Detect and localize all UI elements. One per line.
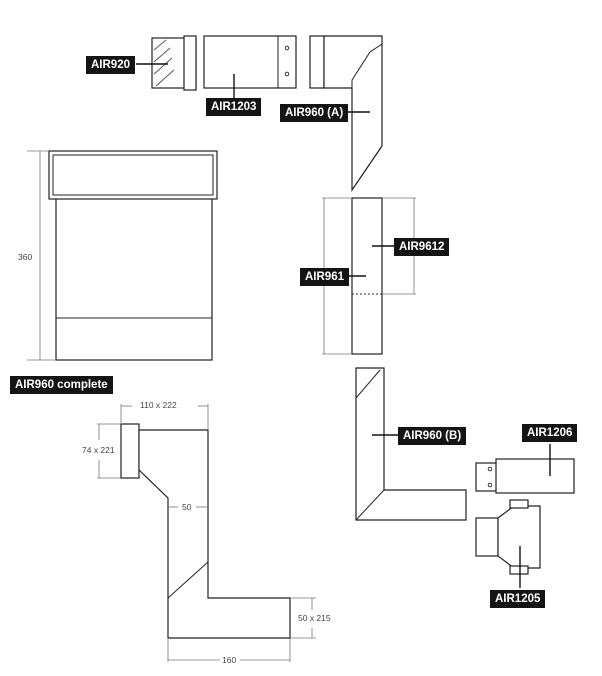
bottom-dimension: [167, 638, 291, 662]
gap-dimension-text: 50: [182, 502, 192, 512]
air920-label: AIR920: [86, 56, 135, 74]
air1206-label: AIR1206: [522, 424, 578, 442]
bottom-dimension-text: 160: [222, 655, 237, 665]
air960a-part: [309, 35, 383, 192]
air960b-part: [355, 367, 467, 521]
outlet-dimension: [290, 597, 316, 639]
air9612-label: AIR9612: [394, 238, 450, 256]
air1203-part: [203, 35, 297, 89]
air1205-part: [475, 499, 541, 575]
air1205-label: AIR1205: [490, 590, 546, 608]
top-dimension-text: 110 x 222: [140, 400, 177, 410]
air960-complete-part: [48, 150, 218, 361]
assembled-duct-part: [120, 423, 291, 639]
height-dimension: [27, 150, 56, 361]
air920-part: [151, 35, 197, 91]
air961-label: AIR961: [300, 268, 349, 286]
top-dimension: [120, 404, 209, 430]
side-dimension: [97, 423, 121, 479]
outlet-dimension-text: 50 x 215: [298, 613, 331, 623]
air1203-label: AIR1203: [206, 98, 262, 116]
air960-complete-label: AIR960 complete: [10, 376, 113, 394]
height-dimension-text: 360: [18, 252, 33, 262]
air1206-part: [475, 458, 575, 494]
air960a-label: AIR960 (A): [280, 104, 349, 122]
side-dimension-text: 74 x 221: [82, 445, 115, 455]
air960b-label: AIR960 (B): [398, 427, 467, 445]
